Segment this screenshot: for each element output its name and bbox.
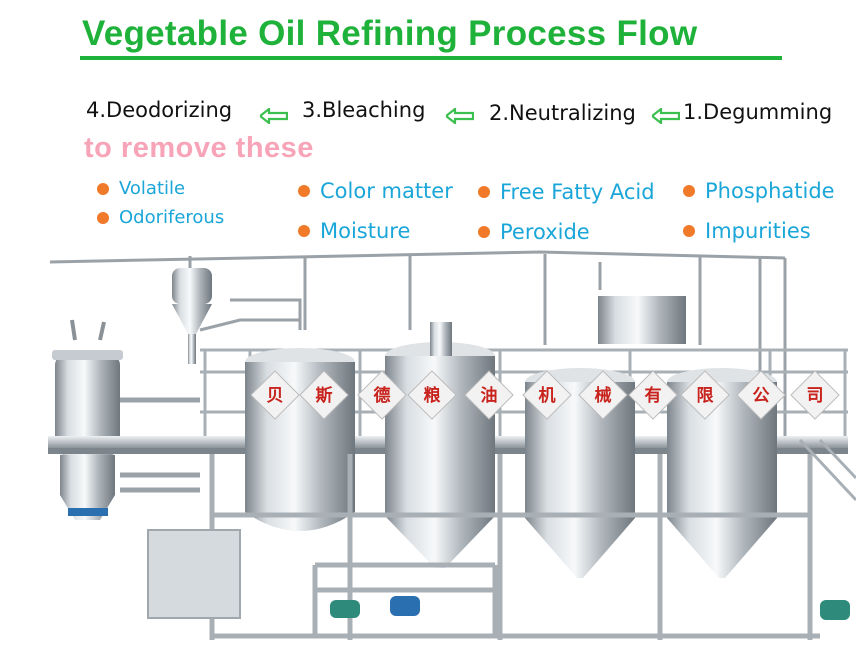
dryer-vessel	[172, 268, 212, 364]
removal-item: Peroxide	[478, 220, 590, 244]
subtitle: to remove these	[84, 132, 314, 164]
filter-unit	[52, 319, 123, 520]
pumps	[330, 596, 850, 620]
removal-item: Volatile	[97, 178, 185, 199]
railing-char: 司	[807, 386, 824, 406]
left-arrow-icon	[446, 108, 474, 124]
step-neutralizing: 2.Neutralizing	[489, 101, 636, 125]
removal-item: Impurities	[683, 219, 811, 243]
refinery-equipment-illustration: 贝 斯 德 粮 油 机 械 有 限 公 司	[48, 250, 856, 640]
railing-char: 有	[645, 385, 662, 406]
railing-plaques	[250, 370, 840, 420]
removal-item: Color matter	[298, 179, 453, 203]
water-tank	[147, 529, 241, 619]
removal-item: Odoriferous	[97, 207, 224, 228]
bullet-dot-icon	[298, 225, 310, 237]
left-arrow-icon	[260, 108, 288, 124]
page-title: Vegetable Oil Refining Process Flow	[82, 14, 698, 53]
reactor-tank-1	[245, 348, 355, 531]
removal-item: Phosphatide	[683, 179, 835, 203]
stair	[798, 438, 856, 502]
step-degumming: 1.Degumming	[683, 100, 833, 124]
left-pipework	[120, 397, 200, 493]
reactor-tank-2	[385, 322, 495, 568]
removal-item: Moisture	[298, 219, 410, 243]
railing-char: 机	[539, 385, 556, 406]
railing-char: 粮	[424, 385, 441, 406]
title-underline	[80, 56, 782, 60]
railing-char: 油	[481, 385, 498, 406]
removal-item: Free Fatty Acid	[478, 180, 655, 204]
bullet-dot-icon	[683, 185, 695, 197]
bullet-dot-icon	[683, 225, 695, 237]
bullet-dot-icon	[97, 182, 109, 195]
railing-char: 限	[697, 386, 714, 406]
reactor-tank-3	[525, 296, 686, 578]
railing-char: 斯	[316, 385, 333, 406]
railing-char: 德	[374, 385, 391, 406]
bullet-dot-icon	[478, 186, 490, 198]
step-deodorizing: 4.Deodorizing	[86, 98, 233, 122]
bullet-dot-icon	[97, 211, 109, 224]
railing-char: 械	[595, 385, 612, 406]
bullet-dot-icon	[298, 185, 310, 197]
railing-char: 公	[753, 386, 770, 406]
railing-char: 贝	[267, 386, 284, 406]
step-bleaching: 3.Bleaching	[302, 98, 426, 122]
left-arrow-icon	[652, 108, 680, 124]
bullet-dot-icon	[478, 226, 490, 238]
